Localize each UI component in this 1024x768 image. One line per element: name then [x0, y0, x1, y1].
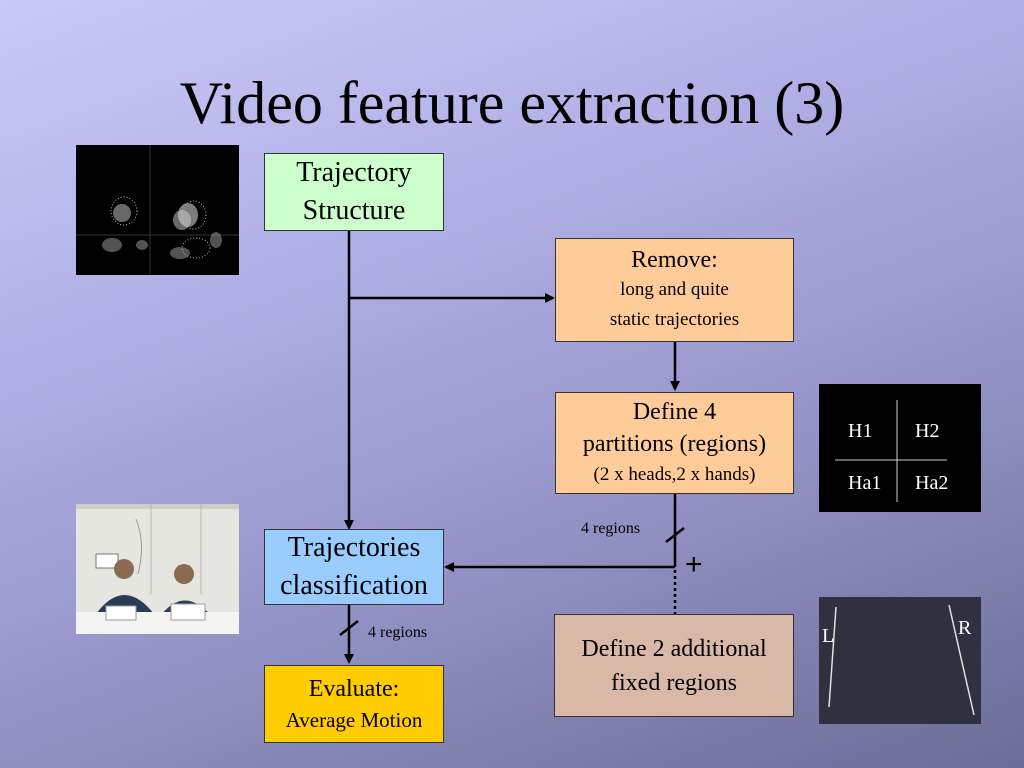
classification-line2: classification — [280, 570, 428, 601]
trajectory-structure-box: Trajectory Structure — [264, 153, 444, 231]
remove-box: Remove: long and quite static trajectori… — [555, 238, 794, 342]
partition-h2: H2 — [915, 420, 940, 442]
regions-label-left: 4 regions — [368, 624, 428, 641]
partition-ha2: Ha2 — [915, 472, 949, 494]
fixed-region-lines — [828, 604, 975, 716]
regions-label-right: 4 regions — [581, 520, 641, 537]
remove-line2: long and quite — [620, 279, 729, 300]
fixed-region-right: R — [958, 617, 972, 639]
define4-line1: Define 4 — [632, 399, 717, 425]
fixed-regions-panel: L R — [819, 597, 981, 724]
slide-title: Video feature extraction (3) — [179, 70, 845, 136]
define4-box: Define 4 partitions (regions) (2 x heads… — [555, 392, 794, 494]
partition-panel: H1 H2 Ha1 Ha2 — [819, 384, 981, 512]
plus-sign: + — [685, 548, 703, 581]
define2-line2: fixed regions — [611, 669, 737, 696]
meeting-photo — [76, 504, 239, 634]
partition-h1: H1 — [848, 420, 873, 442]
trajectory-structure-line1: Trajectory — [296, 157, 412, 188]
evaluate-line2: Average Motion — [285, 708, 423, 732]
define2-box: Define 2 additional fixed regions — [554, 614, 794, 717]
define4-line2: partitions (regions) — [582, 431, 767, 457]
partition-grid-lines — [835, 400, 947, 502]
partition-ha1: Ha1 — [848, 472, 882, 494]
trajectory-structure-line2: Structure — [302, 195, 406, 226]
define4-line3: (2 x heads,2 x hands) — [593, 464, 756, 485]
classification-box: Trajectories classification — [264, 529, 444, 605]
classification-line1: Trajectories — [287, 532, 421, 563]
fixed-region-left: L — [822, 625, 835, 647]
trajectory-image — [76, 145, 239, 275]
remove-heading: Remove: — [631, 247, 718, 273]
remove-line3: static trajectories — [609, 309, 740, 330]
evaluate-heading: Evaluate: — [308, 676, 400, 702]
define2-line1: Define 2 additional — [581, 635, 767, 662]
evaluate-box: Evaluate: Average Motion — [264, 665, 444, 743]
